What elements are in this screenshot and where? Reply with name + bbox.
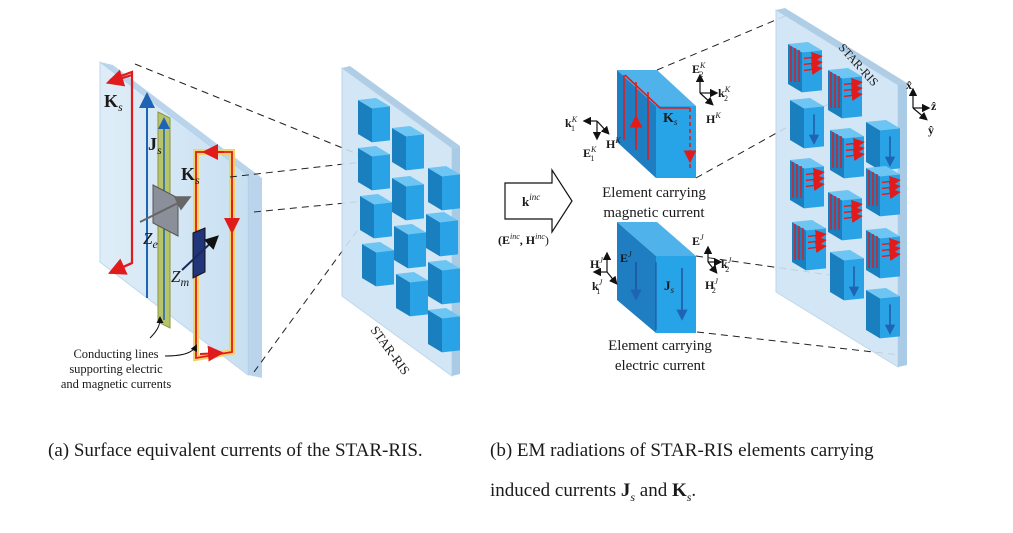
label-magnetic-2: magnetic current (603, 205, 705, 221)
element-block (392, 176, 424, 221)
element-block (426, 212, 458, 257)
element-block (866, 166, 901, 217)
label-electric-1: Element carrying (608, 338, 712, 354)
element-block (362, 242, 394, 287)
label-axis-x: x̂ (906, 78, 912, 92)
ks-current-loop-right (193, 144, 240, 362)
element-block (866, 120, 900, 171)
incident-wave-arrow (504, 167, 573, 235)
element-block (392, 126, 424, 171)
label-h1k: HK (606, 136, 621, 151)
label-axis-z: ẑ (931, 99, 937, 113)
label-electric-2: electric current (615, 358, 706, 374)
label-js-element: Js (664, 278, 675, 295)
element-block (428, 260, 460, 305)
ze-impedance-plate (152, 184, 179, 237)
element-block (394, 224, 426, 269)
label-ks-element: Ks (663, 111, 678, 127)
field-axes-j (592, 245, 723, 285)
label-einc-hinc: (Einc, Hinc) (498, 232, 549, 247)
element-block (428, 166, 460, 211)
label-zm: Zm (171, 267, 189, 289)
caption-b-line2: induced currents Js and Ks. (490, 480, 697, 504)
caption-a: (a) Surface equivalent currents of the S… (48, 440, 423, 461)
element-block (828, 68, 863, 119)
element-block (790, 98, 824, 149)
label-hk: HK (706, 111, 721, 126)
element-blocks-b (788, 42, 901, 339)
element-block (866, 288, 900, 339)
label-ej-left: EJ (620, 250, 632, 265)
element-blocks-a (358, 98, 460, 353)
element-block (866, 228, 901, 279)
element-block (358, 98, 390, 143)
electric-element-block (617, 222, 696, 333)
element-block (830, 250, 864, 301)
label-axis-y: ŷ (928, 123, 934, 137)
label-ks-left: Ks (104, 91, 123, 114)
field-axes-k (582, 73, 719, 141)
element-block (790, 158, 825, 209)
panel-a: Ks Js Ks Ze Zm Conducting lines supporti… (61, 60, 460, 391)
coordinate-axes (908, 87, 931, 121)
element-block (360, 194, 392, 239)
element-block (788, 42, 823, 93)
label-ej: EJ (692, 233, 704, 248)
element-block (792, 220, 827, 271)
magnetic-element-block (617, 70, 697, 178)
element-block (830, 128, 865, 179)
ks-current-loop-left (105, 69, 134, 275)
caption-b-line1: (b) EM radiations of STAR-RIS elements c… (490, 440, 874, 461)
label-magnetic-1: Element carrying (602, 185, 706, 201)
element-block (828, 190, 863, 241)
element-block (396, 272, 428, 317)
label-ks-right: Ks (181, 164, 200, 187)
label-conducting-2: supporting electric (69, 362, 163, 376)
label-js-a: Js (148, 134, 162, 157)
element-block (358, 146, 390, 191)
label-kinc: kinc (522, 192, 540, 209)
label-conducting-1: Conducting lines (73, 347, 158, 361)
label-ze: Ze (143, 229, 158, 251)
label-conducting-3: and magnetic currents (61, 377, 172, 391)
element-block (428, 308, 460, 353)
